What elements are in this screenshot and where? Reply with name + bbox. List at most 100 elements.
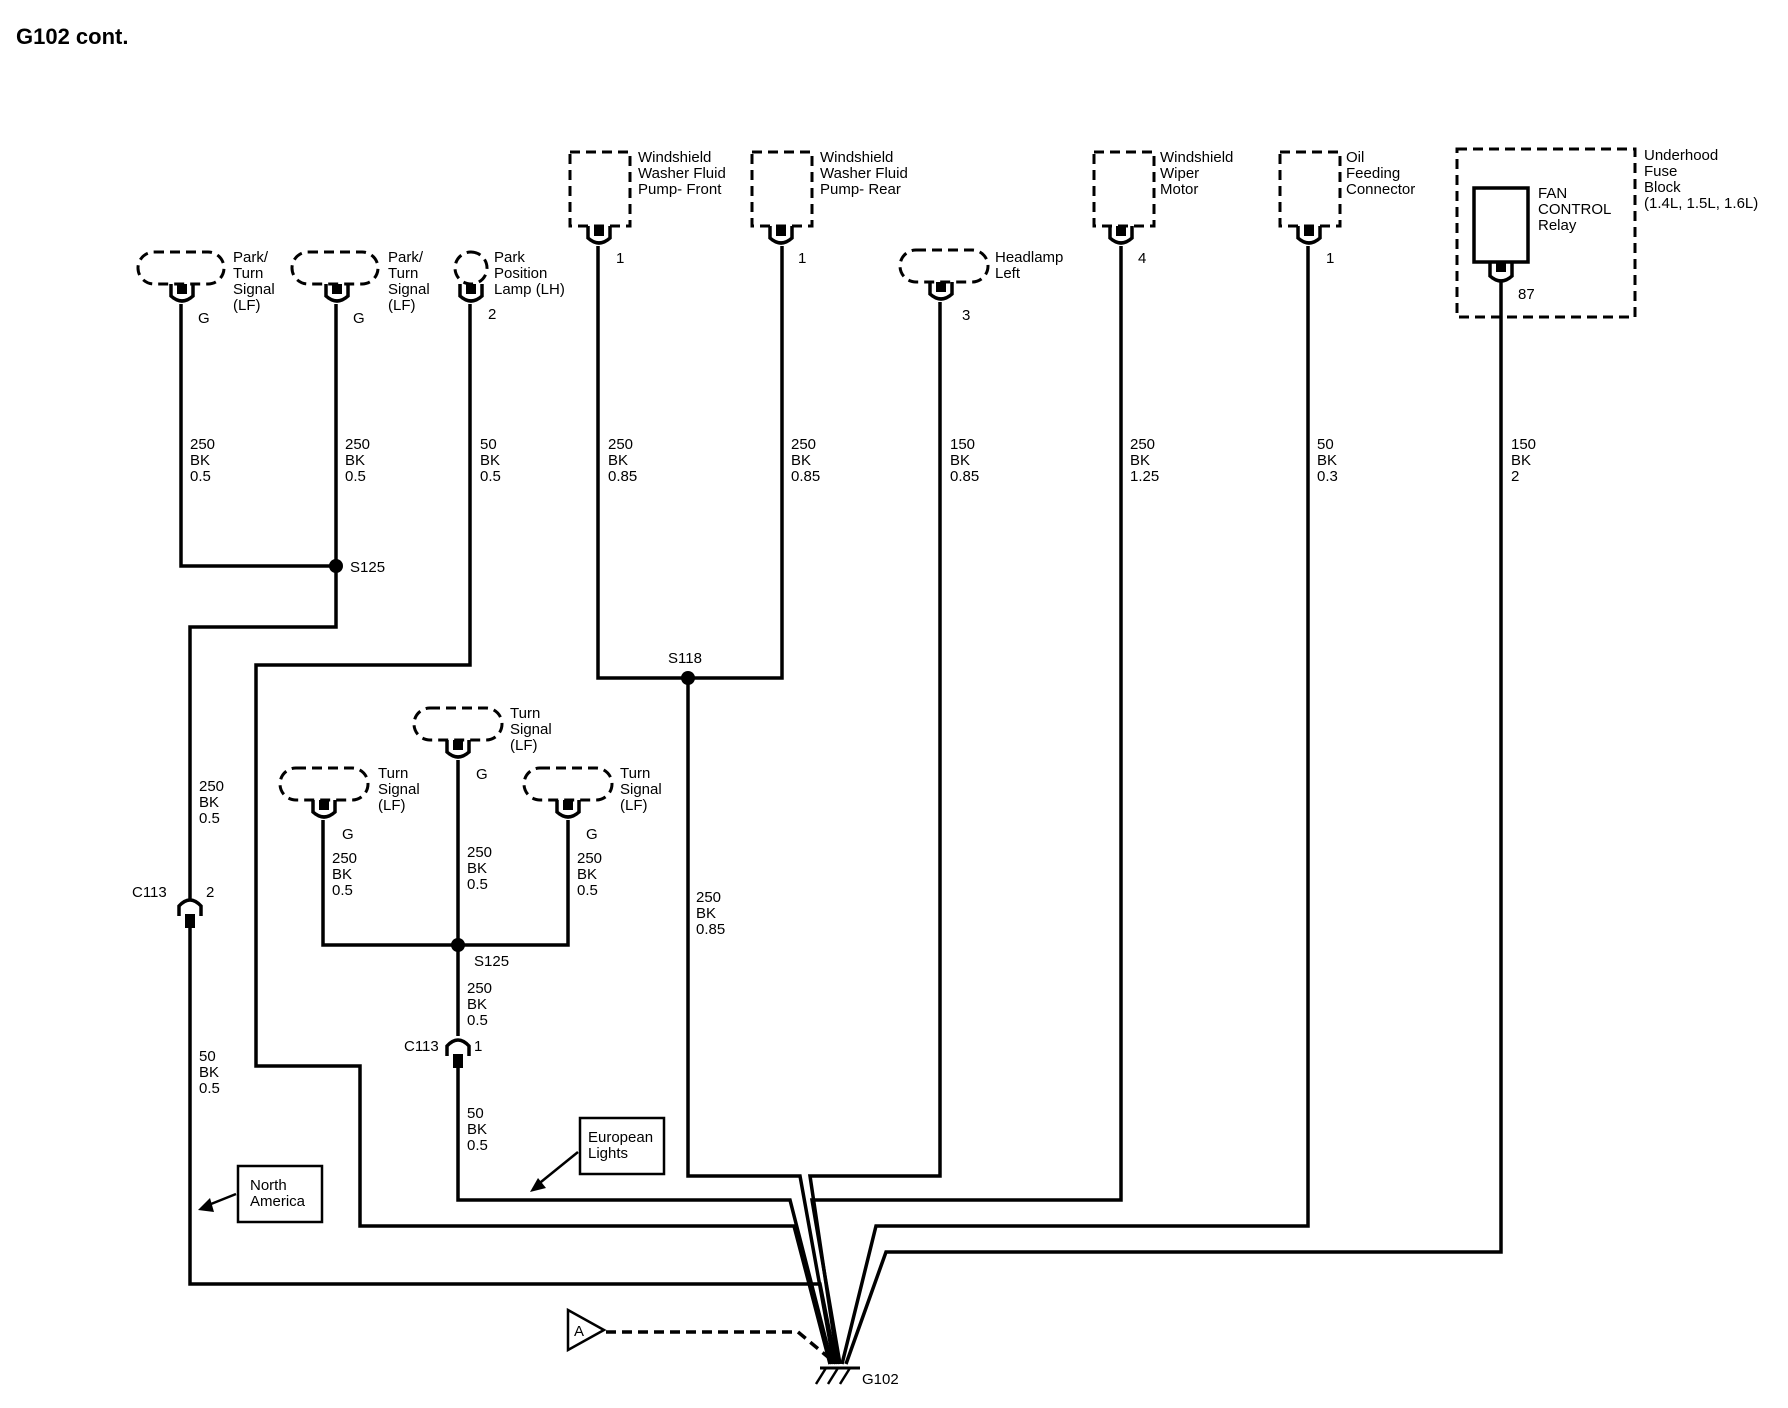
wire-label-w17: 250 BK 0.85 [696,889,725,938]
wire-turn-left [321,820,570,947]
w15-color: BK [467,996,487,1013]
wiper-motor: Windshield Wiper Motor 4 [1092,149,1233,267]
turn-signal-center-label-1: Turn [510,705,540,722]
wire-c113-left-to-g102 [188,928,838,1365]
w4-size: 250 [608,436,633,453]
w16-size: 50 [467,1105,484,1122]
park-position-lamp: Park Position Lamp (LH) 2 [453,249,565,323]
note-european-lights: European Lights [530,1116,666,1192]
park-turn-signal-2-label-1: Park/ [388,249,424,266]
w11-color: BK [199,1064,219,1081]
wire-labels: 250 BK 0.5 250 BK 0.5 50 BK 0.5 250 BK 0… [190,436,1536,1154]
washer-pump-rear-pin: 1 [798,250,806,267]
turn-signal-left-label-3: (LF) [378,797,406,814]
c113-left-pin: 2 [206,884,214,901]
w7-gauge: 1.25 [1130,468,1159,485]
note-north-america: North America [198,1164,324,1224]
north-america-arrow-icon [198,1198,214,1212]
w5-size: 250 [791,436,816,453]
turn-signal-center-pin: G [476,766,488,783]
w2-color: BK [345,452,365,469]
turn-signal-right: Turn Signal (LF) G [522,765,662,843]
w17-size: 250 [696,889,721,906]
park-turn-signal-2-label-2: Turn [388,265,418,282]
underhood-fuse-block: Underhood Fuse Block (1.4L, 1.5L, 1.6L) … [1455,147,1758,319]
washer-pump-rear-label-1: Windshield [820,149,893,166]
wire-s118-to-g102 [686,678,836,1365]
park-turn-signal-1-label-4: (LF) [233,297,261,314]
ground-g102-label: G102 [862,1371,899,1388]
w4-color: BK [608,452,628,469]
w14-size: 250 [577,850,602,867]
north-america-label-1: North [250,1177,287,1194]
w2-size: 250 [345,436,370,453]
w11-gauge: 0.5 [199,1080,220,1097]
washer-pump-front-label-2: Washer Fluid [638,165,726,182]
oil-feeding-label-1: Oil [1346,149,1364,166]
w16-color: BK [467,1121,487,1138]
splice-s125-bottom [451,938,465,952]
reference-a: A [566,1307,836,1364]
wire-oil [840,246,1310,1365]
reference-a-label: A [574,1323,584,1340]
wiper-motor-label-2: Wiper [1160,165,1199,182]
splice-s125-top-label: S125 [350,559,385,576]
relay-label-3: Relay [1538,217,1577,234]
w9-gauge: 2 [1511,468,1519,485]
w5-color: BK [791,452,811,469]
park-turn-signal-2: Park/ Turn Signal (LF) G [290,249,430,327]
w12-gauge: 0.5 [332,882,353,899]
w17-gauge: 0.85 [696,921,725,938]
wiper-motor-pin: 4 [1138,250,1146,267]
washer-pump-rear-label-3: Pump- Rear [820,181,901,198]
w11-size: 50 [199,1048,216,1065]
park-turn-signal-2-pin: G [353,310,365,327]
headlamp-left-label-2: Left [995,265,1021,282]
wire-park-turn-2 [188,304,338,900]
wire-wiper [809,246,1123,1365]
fan-control-relay: FAN CONTROL Relay 87 [1472,185,1611,303]
relay-label-2: CONTROL [1538,201,1611,218]
wire-headlamp [807,302,942,1365]
w1-color: BK [190,452,210,469]
wire-park-turn-1 [179,304,336,568]
w3-color: BK [480,452,500,469]
w10-gauge: 0.5 [199,810,220,827]
washer-pump-front-label-3: Pump- Front [638,181,722,198]
park-turn-signal-1: Park/ Turn Signal (LF) G [136,249,275,327]
turn-signal-left-pin: G [342,826,354,843]
wiper-motor-label-1: Windshield [1160,149,1233,166]
w5-gauge: 0.85 [791,468,820,485]
wire-label-w2: 250 BK 0.5 [345,436,370,485]
wiper-motor-label-3: Motor [1160,181,1198,198]
headlamp-left-label-1: Headlamp [995,249,1063,266]
turn-signal-center-label-3: (LF) [510,737,538,754]
park-turn-signal-1-pin: G [198,310,210,327]
w17-color: BK [696,905,716,922]
turn-signal-center: Turn Signal (LF) G [412,705,552,783]
w15-size: 250 [467,980,492,997]
wire-label-w7: 250 BK 1.25 [1130,436,1159,485]
w10-color: BK [199,794,219,811]
c113-left-label: C113 [132,884,167,901]
fuse-block-label-1: Underhood [1644,147,1718,164]
north-america-label-2: America [250,1193,306,1210]
splice-s118 [681,671,695,685]
splice-s118-label: S118 [668,650,702,667]
park-position-lamp-pin: 2 [488,306,496,323]
page-title: G102 cont. [16,24,128,49]
turn-signal-center-label-2: Signal [510,721,552,738]
w13-gauge: 0.5 [467,876,488,893]
w12-color: BK [332,866,352,883]
washer-pump-front-pin: 1 [616,250,624,267]
park-turn-signal-1-label-2: Turn [233,265,263,282]
w15-gauge: 0.5 [467,1012,488,1029]
wire-label-w12: 250 BK 0.5 [332,850,357,899]
turn-signal-left-label-1: Turn [378,765,408,782]
park-turn-signal-2-label-3: Signal [388,281,430,298]
c113-mid-label: C113 [404,1038,439,1055]
splice-s125-bottom-label: S125 [474,953,509,970]
park-position-lamp-label-2: Position [494,265,547,282]
wire-label-w9: 150 BK 2 [1511,436,1536,485]
